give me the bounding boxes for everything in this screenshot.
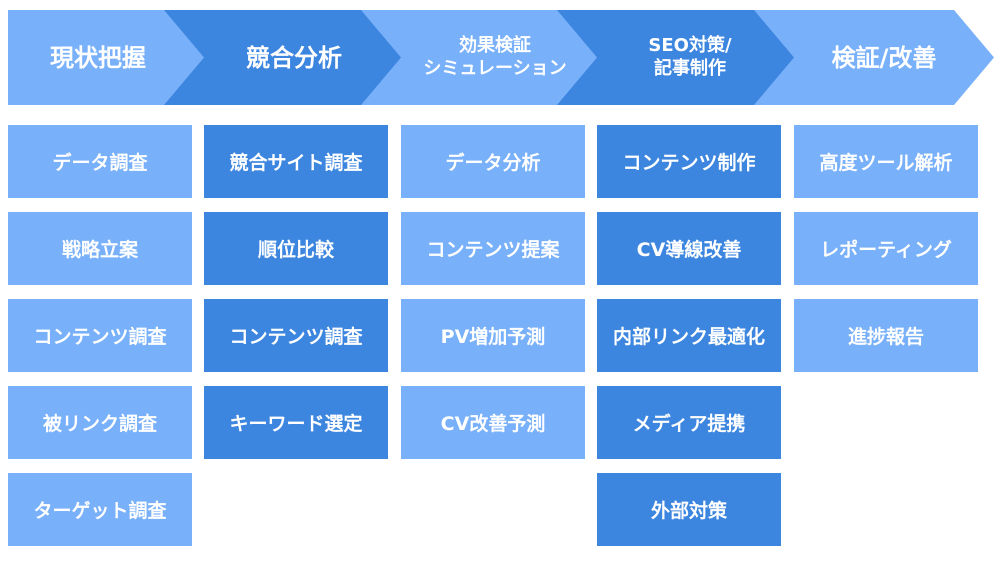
task-box: データ分析 (401, 125, 585, 198)
stage-title-5: 検証/改善 (831, 43, 937, 72)
stage-title-2: 競合分析 (246, 43, 342, 72)
task-box: レポーティング (794, 212, 978, 285)
stage-arrow-4 (557, 10, 794, 105)
process-arrow-bar (8, 10, 994, 105)
stage-column-5: 高度ツール解析レポーティング進捗報告 (794, 125, 978, 386)
stage-title-3: 効果検証 シミュレーション (423, 35, 567, 79)
stage-arrow-5 (754, 10, 994, 105)
task-box: CV改善予測 (401, 386, 585, 459)
stage-title-1: 現状把握 (50, 43, 146, 72)
stage-column-1: データ調査戦略立案コンテンツ調査被リンク調査ターゲット調査 (8, 125, 192, 560)
task-box: 内部リンク最適化 (597, 299, 781, 372)
stage-arrow-1 (8, 10, 204, 105)
task-box: コンテンツ提案 (401, 212, 585, 285)
task-box: PV増加予測 (401, 299, 585, 372)
task-box: コンテンツ調査 (204, 299, 388, 372)
task-box: データ調査 (8, 125, 192, 198)
task-box: ターゲット調査 (8, 473, 192, 546)
stage-title-4: SEO対策/ 記事制作 (648, 35, 732, 79)
stage-arrow-3 (361, 10, 597, 105)
task-box: 外部対策 (597, 473, 781, 546)
task-box: 順位比較 (204, 212, 388, 285)
task-box: 被リンク調査 (8, 386, 192, 459)
task-box: 進捗報告 (794, 299, 978, 372)
task-box: 競合サイト調査 (204, 125, 388, 198)
stage-column-3: データ分析コンテンツ提案 PV増加予測 CV改善予測 (401, 125, 585, 473)
task-box: 高度ツール解析 (794, 125, 978, 198)
task-box: コンテンツ調査 (8, 299, 192, 372)
task-box: メディア提携 (597, 386, 781, 459)
stage-column-2: 競合サイト調査順位比較コンテンツ調査キーワード選定 (204, 125, 388, 473)
task-box: コンテンツ制作 (597, 125, 781, 198)
task-box: CV導線改善 (597, 212, 781, 285)
task-box: 戦略立案 (8, 212, 192, 285)
stage-column-4: コンテンツ制作 CV導線改善内部リンク最適化メディア提携外部対策 (597, 125, 781, 560)
stage-arrow-2 (164, 10, 401, 105)
task-box: キーワード選定 (204, 386, 388, 459)
